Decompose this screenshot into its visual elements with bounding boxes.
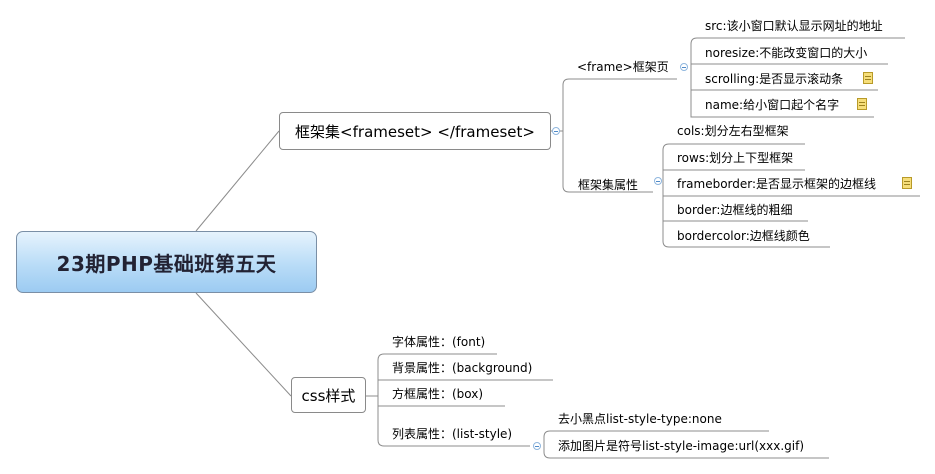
bracket-frame-items xyxy=(690,37,701,118)
subtopic-frame[interactable]: <frame>框架页 xyxy=(577,60,669,74)
attr-item-cols[interactable]: cols:划分左右型框架 xyxy=(677,124,789,138)
frame-item-scrolling[interactable]: scrolling:是否显示滚动条 xyxy=(705,72,844,86)
bracket-css-items xyxy=(366,353,388,447)
note-icon[interactable] xyxy=(857,98,867,110)
subtopic-frameset-attrs[interactable]: 框架集属性 xyxy=(578,178,639,192)
line-central-css xyxy=(195,292,292,397)
css-item-background[interactable]: 背景属性：(background) xyxy=(392,361,533,375)
css-item-box[interactable]: 方框属性：(box) xyxy=(392,387,484,401)
collapse-toggle-icon[interactable] xyxy=(654,177,662,185)
attr-item-frameborder[interactable]: frameborder:是否显示框架的边框线 xyxy=(677,177,877,191)
collapse-toggle-icon[interactable] xyxy=(680,63,688,71)
note-icon[interactable] xyxy=(863,72,873,84)
list-item-type[interactable]: 去小黑点list-style-type:none xyxy=(558,412,722,426)
frame-item-noresize[interactable]: noresize:不能改变窗口的大小 xyxy=(705,46,868,60)
css-item-font[interactable]: 字体属性：(font) xyxy=(392,335,486,349)
topic-css[interactable]: css样式 xyxy=(291,377,366,413)
line-frameset-children xyxy=(551,78,574,193)
topic-frameset[interactable]: 框架集<frameset> </frameset> xyxy=(279,112,551,150)
css-item-list-style[interactable]: 列表属性：(list-style) xyxy=(392,427,513,441)
bracket-list-items xyxy=(543,430,554,459)
central-topic[interactable]: 23期PHP基础班第五天 xyxy=(16,231,317,293)
line-central-frameset xyxy=(195,130,280,232)
attr-item-bordercolor[interactable]: bordercolor:边框线颜色 xyxy=(677,229,810,243)
frame-item-name[interactable]: name:给小窗口起个名字 xyxy=(705,98,840,112)
collapse-toggle-icon[interactable] xyxy=(552,127,560,135)
attr-item-border[interactable]: border:边框线的粗细 xyxy=(677,203,793,217)
collapse-toggle-icon[interactable] xyxy=(533,442,541,450)
note-icon[interactable] xyxy=(902,177,912,189)
bracket-attrs-items xyxy=(662,143,673,248)
attr-item-rows[interactable]: rows:划分上下型框架 xyxy=(677,151,794,165)
frame-item-src[interactable]: src:该小窗口默认显示网址的地址 xyxy=(705,19,883,33)
list-item-image[interactable]: 添加图片是符号list-style-image:url(xxx.gif) xyxy=(558,439,805,453)
